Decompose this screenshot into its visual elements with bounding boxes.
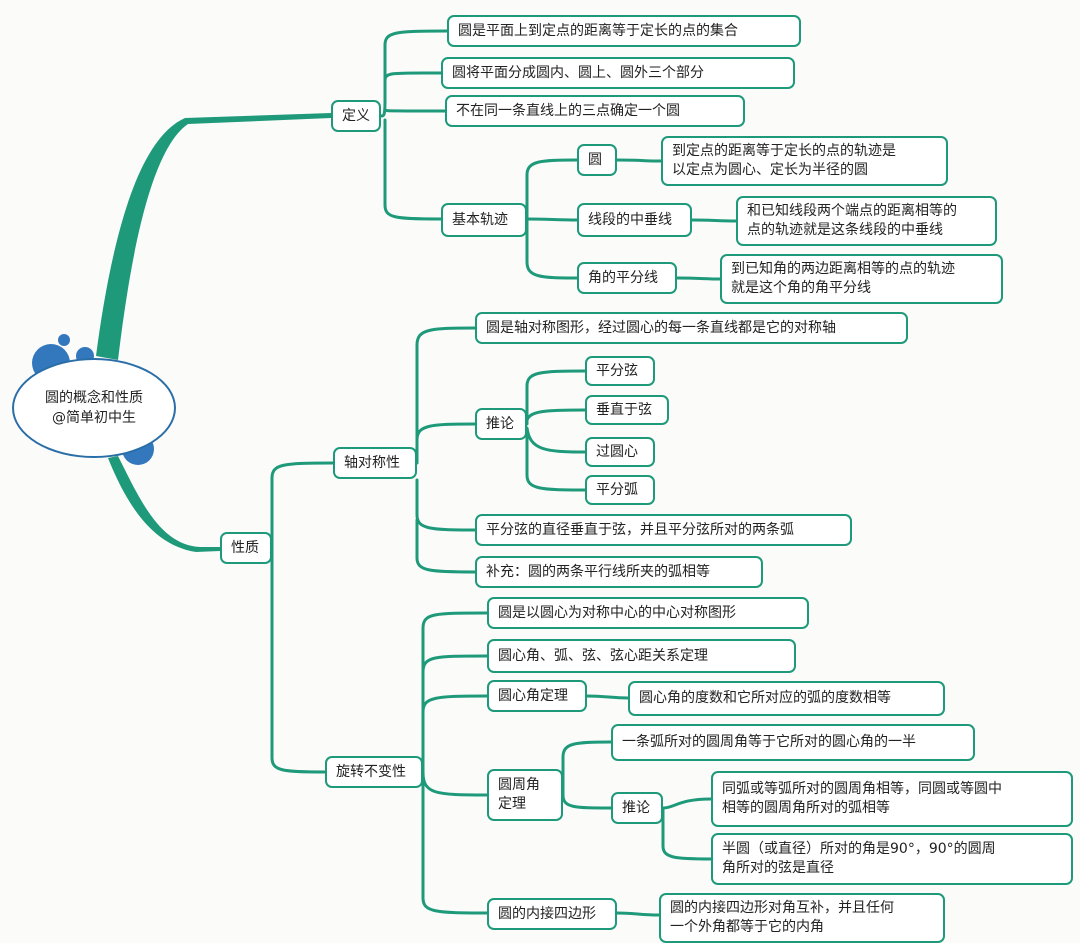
node-corollary-2[interactable]: 推论 [611,792,663,824]
edge-cor-1 [525,369,587,426]
edge-locus-3 [525,217,579,280]
edge-locus-angle [675,276,722,281]
node-locus-circle[interactable]: 圆 [577,144,617,176]
edge-rot-2 [421,654,489,674]
node-through-center[interactable]: 过圆心 [585,437,655,467]
edge-cyclic [615,911,661,917]
trunk-to-properties [108,456,220,552]
edge-rot-1 [421,611,489,774]
node-relation-theorem[interactable]: 圆心角、弧、弦、弦心距关系定理 [487,639,796,673]
edge-rot-4 [421,770,489,797]
edge-locus-bisector [690,218,738,223]
node-axial-symmetry[interactable]: 轴对称性 [333,447,417,479]
node-symmetry-axis[interactable]: 圆是轴对称图形，经过圆心的每一条直线都是它的对称轴 [475,312,908,344]
node-inscribed-angle-half[interactable]: 一条弧所对的圆周角等于它所对的圆心角的一半 [611,724,975,761]
root-subtitle: @简单初中生 [52,410,136,426]
root-node[interactable]: 圆的概念和性质 @简单初中生 [12,358,176,458]
node-perp-chord[interactable]: 垂直于弦 [585,395,669,425]
node-locus-angle[interactable]: 角的平分线 [577,262,677,294]
node-inscribed-angle-theorem[interactable]: 圆周角 定理 [487,769,563,821]
node-central-angle-desc[interactable]: 圆心角的度数和它所对应的弧的度数相等 [628,681,945,716]
edge-locus-1 [525,158,579,221]
edge-def-3 [383,108,447,113]
node-central-angle-theorem[interactable]: 圆心角定理 [487,680,587,712]
node-def-set[interactable]: 圆是平面上到定点的距离等于定长的点的集合 [447,15,801,47]
node-locus-angle-desc[interactable]: 到已知角的两边距离相等的点的轨迹 就是这个角的角平分线 [720,254,1003,304]
edge-cor2-2 [661,806,713,861]
edge-prop-rotate [270,546,327,774]
node-rotational-invariance[interactable]: 旋转不变性 [325,756,423,788]
node-def-three-points[interactable]: 不在同一条直线上的三点确定一个圆 [445,95,745,127]
edge-rot-5 [421,770,489,915]
node-bisect-chord[interactable]: 平分弦 [585,356,655,386]
decor-bubble-small [58,334,70,346]
edge-axial-4 [415,518,477,574]
edge-def-4 [383,118,443,221]
node-locus-bisector[interactable]: 线段的中垂线 [577,203,692,237]
edge-cor-3 [525,426,587,454]
edge-cor-2 [525,408,587,422]
edge-locus-2 [525,217,579,222]
node-parallel-arcs[interactable]: 补充：圆的两条平行线所夹的弧相等 [475,556,763,588]
node-def-partition[interactable]: 圆将平面分成圆内、圆上、圆外三个部分 [441,57,795,89]
node-central-symmetry[interactable]: 圆是以圆心为对称中心的中心对称图形 [487,597,809,629]
edge-insc-1 [561,740,613,797]
edge-cor-4 [525,428,587,492]
edge-def-1 [379,29,449,118]
node-properties[interactable]: 性质 [220,532,272,564]
edge-insc-2 [561,793,613,810]
trunk-to-definition [96,113,331,360]
edge-axial-1 [415,326,477,465]
edge-locus-circle [615,158,663,163]
node-equal-inscribed-angles[interactable]: 同弧或等弧所对的圆周角相等，同圆或等圆中 相等的圆周角所对的弧相等 [711,771,1073,827]
node-locus-circle-desc[interactable]: 到定点的距离等于定长的点的轨迹是 以定点为圆心、定长为半径的圆 [661,136,948,186]
edge-rot-3 [421,694,489,714]
edge-def-2 [383,71,443,82]
root-title: 圆的概念和性质 [45,390,143,406]
node-corollary-1[interactable]: 推论 [475,408,527,440]
node-cyclic-quadrilateral[interactable]: 圆的内接四边形 [487,898,617,930]
edge-prop-axial [270,461,335,550]
edge-axial-2 [415,422,477,442]
node-diameter-theorem[interactable]: 平分弦的直径垂直于弦，并且平分弦所对的两条弧 [475,514,852,546]
node-bisect-arc[interactable]: 平分弧 [585,475,655,505]
edge-cor2-1 [661,797,713,810]
edge-central-angle [585,694,630,700]
node-cyclic-quadrilateral-desc[interactable]: 圆的内接四边形对角互补，并且任何 一个外角都等于它的内角 [659,893,945,943]
edge-axial-3 [415,478,477,532]
node-basic-locus[interactable]: 基本轨迹 [441,203,527,237]
node-semicircle-right-angle[interactable]: 半圆（或直径）所对的角是90°，90°的圆周 角所对的弦是直径 [711,833,1073,885]
node-locus-bisector-desc[interactable]: 和已知线段两个端点的距离相等的 点的轨迹就是这条线段的中垂线 [736,196,997,246]
node-definition[interactable]: 定义 [331,100,381,132]
